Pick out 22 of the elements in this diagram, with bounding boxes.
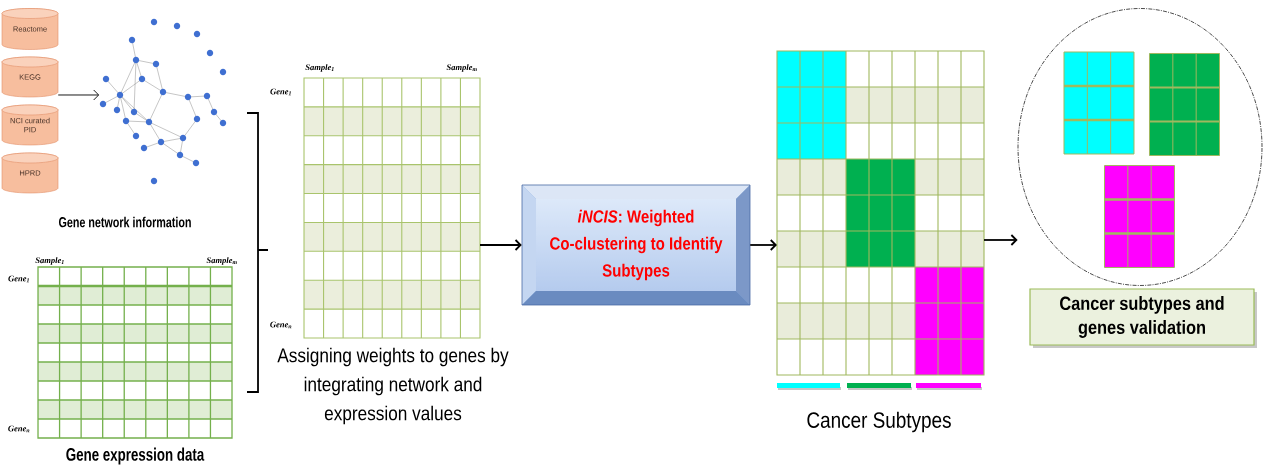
process-box: iNCIS: Weighted Co-clustering to Identify Subtypes [521,184,751,306]
column-label: Sample$_{m}$ [446,64,477,72]
row-label: Gene$_{n}$ [8,425,30,433]
arrow [479,239,522,251]
arrow [749,239,777,251]
cluster-block [1148,53,1221,156]
row-label: Gene$_{1}$ [8,275,29,283]
node-label: Gene expression data [66,447,205,465]
node-label: Cancer Subtypes [807,411,951,433]
node-label: Assigning weights to genes by integrating network and expression values [277,347,509,425]
result-box: Cancer subtypes and genes validation [1029,288,1257,348]
cluster-block [1063,51,1135,155]
column-label: Sample$_{m}$ [206,257,237,265]
row-label: Gene$_{n}$ [270,321,292,329]
node-label: Gene network information [59,216,191,228]
column-label: Sample$_{1}$ [305,64,334,72]
arrow [983,234,1018,246]
column-label: Sample$_{1}$ [35,257,64,265]
cluster-circle [1017,8,1263,286]
row-label: Gene$_{1}$ [270,88,291,96]
arrow [57,89,100,101]
cluster-block [1104,165,1175,268]
